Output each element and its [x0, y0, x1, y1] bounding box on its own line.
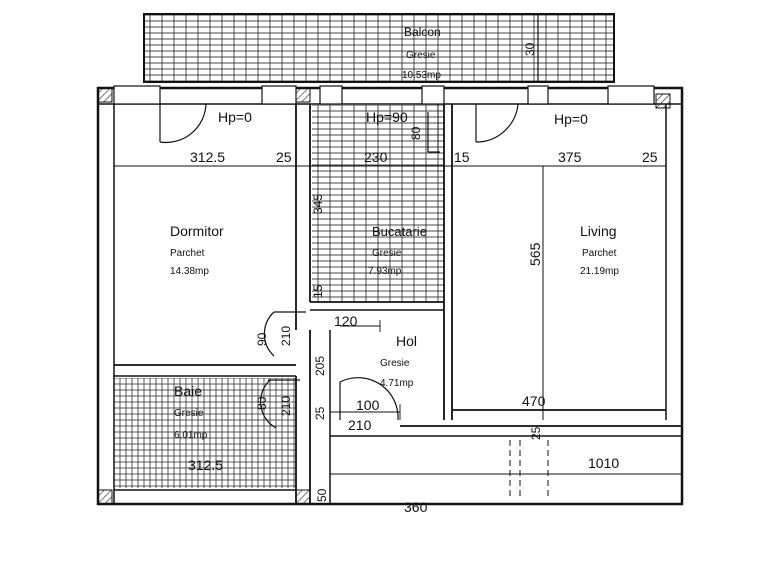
dim-15-b: 15	[311, 284, 325, 298]
room-finish: Gresie	[174, 408, 204, 419]
room-dormitor: Dormitor Parchet 14.38mp	[170, 223, 224, 277]
dim-312-bottom: 312.5	[188, 457, 223, 473]
room-name: Dormitor	[170, 223, 224, 239]
room-area: 21.19mp	[580, 266, 619, 277]
room-finish: Gresie	[372, 248, 402, 259]
room-area: 10.53mp	[402, 70, 441, 81]
dim-90: 90	[255, 332, 269, 346]
bathroom-floor-grid	[114, 378, 296, 488]
sill-right: Hp=0	[554, 111, 588, 127]
room-area: 7.93mp	[368, 266, 402, 277]
dim-100: 100	[356, 397, 380, 413]
dim-230: 230	[364, 149, 388, 165]
column-blocks	[97, 87, 671, 505]
dim-565: 565	[527, 242, 543, 266]
room-finish: Gresie	[406, 50, 436, 61]
dim-470: 470	[522, 393, 546, 409]
room-finish: Gresie	[380, 358, 410, 369]
room-area: 4.71mp	[380, 378, 414, 389]
dim-210-c: 210	[348, 417, 372, 433]
room-name: Hol	[396, 333, 417, 349]
dim-375: 375	[558, 149, 582, 165]
dim-360: 360	[404, 499, 428, 515]
dim-120: 120	[334, 313, 358, 329]
room-finish: Parchet	[170, 248, 205, 259]
dim-30: 30	[523, 42, 537, 56]
room-area: 14.38mp	[170, 266, 209, 277]
dim-210-a: 210	[279, 326, 293, 346]
room-name: Balcon	[404, 25, 441, 39]
walls	[96, 86, 684, 506]
room-living: Living Parchet 21.19mp	[580, 223, 619, 277]
dim-25-c: 25	[313, 406, 327, 420]
dim-345: 345	[311, 194, 325, 214]
kitchen-floor-hatch	[312, 105, 444, 301]
sill-left: Hp=0	[218, 109, 252, 125]
room-name: Living	[580, 223, 617, 239]
dimensions: 312.5 25 230 80 15 375 25 30 345 565 15 …	[188, 42, 658, 515]
room-finish: Parchet	[582, 248, 617, 259]
dim-25-b: 25	[642, 149, 658, 165]
balcony	[143, 13, 615, 83]
sill-center: Hp=90	[366, 109, 408, 125]
dim-80-top: 80	[409, 126, 423, 140]
dimension-lines	[330, 104, 439, 420]
dim-25-a: 25	[276, 149, 292, 165]
dim-1010: 1010	[588, 455, 619, 471]
room-area: 6.01mp	[174, 430, 208, 441]
room-name: Baie	[174, 383, 202, 399]
dim-205: 205	[313, 356, 327, 376]
dim-312-top: 312.5	[190, 149, 225, 165]
dim-25-d: 25	[529, 426, 543, 440]
sill-heights: Hp=0 Hp=90 Hp=0	[218, 109, 588, 127]
room-baie: Baie Gresie 6.01mp	[174, 383, 208, 441]
room-hol: Hol Gresie 4.71mp	[380, 333, 417, 389]
room-balcon: Balcon Gresie 10.53mp	[402, 25, 441, 81]
dim-80-b: 80	[255, 396, 269, 410]
dim-15-a: 15	[454, 149, 470, 165]
doors	[159, 103, 519, 429]
room-bucatarie: Bucatarie Gresie 7.93mp	[368, 224, 427, 277]
room-name: Bucatarie	[372, 224, 427, 239]
windows	[113, 85, 655, 105]
dim-210-b: 210	[279, 396, 293, 416]
dim-50: 50	[315, 488, 329, 502]
